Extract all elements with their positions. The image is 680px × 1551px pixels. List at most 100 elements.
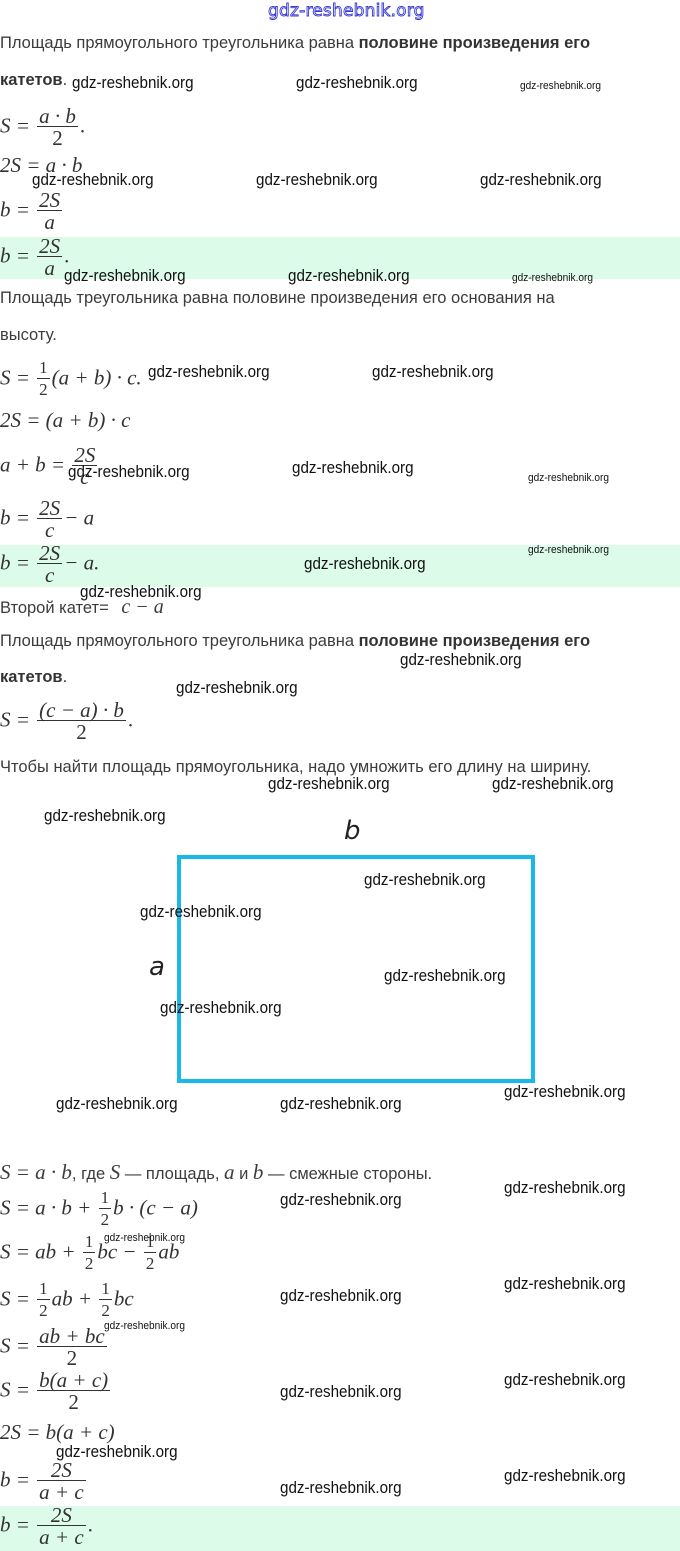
text-plain: Площадь прямоугольного треугольника равн… [0, 34, 359, 52]
watermark: gdz-reshebnik.org [364, 871, 486, 889]
rectangle-figure [177, 855, 535, 1083]
def-var: a [224, 1160, 235, 1184]
site-logo[interactable]: gdz-reshebnik.org [268, 1, 425, 22]
eq-end: . [64, 243, 70, 268]
def-text: — площадь, [120, 1165, 225, 1183]
eq-part: b · (c − a) [113, 1195, 198, 1220]
denominator: 2 [37, 1299, 50, 1320]
denominator: c [72, 465, 98, 488]
eq-lhs: b = [0, 243, 30, 268]
watermark: gdz-reshebnik.org [372, 363, 494, 381]
watermark: gdz-reshebnik.org [280, 1479, 402, 1497]
numerator: 2S [74, 443, 96, 467]
eq-lhs: S = [0, 365, 30, 390]
watermark: gdz-reshebnik.org [56, 1095, 178, 1113]
watermark: gdz-reshebnik.org [492, 775, 614, 793]
eq-part: S = [0, 1286, 30, 1311]
denominator: 2 [98, 1208, 112, 1229]
paragraph-continuation: катетов. [0, 668, 67, 687]
watermark: gdz-reshebnik.org [400, 651, 522, 669]
watermark: gdz-reshebnik.org [528, 544, 610, 556]
rectangle-definition: S = a · b, где S — площадь, a и b — смеж… [0, 1160, 432, 1185]
watermark: gdz-reshebnik.org [520, 80, 602, 92]
watermark: gdz-reshebnik.org [176, 679, 298, 697]
second-leg-line: Второй катет= c − a [0, 596, 164, 619]
eq-lhs: b = [0, 550, 30, 575]
numerator: b(a + c) [39, 1368, 109, 1392]
paragraph-trapezoid-area: Площадь треугольника равна половине прои… [0, 289, 555, 307]
watermark: gdz-reshebnik.org [268, 775, 390, 793]
eq-part: bc [113, 1286, 134, 1311]
numerator: (c − a) · b [39, 698, 124, 722]
eq-end: . [87, 1512, 93, 1537]
denominator: 2 [37, 378, 50, 399]
eq-part: ab [158, 1239, 180, 1264]
eq-part: bc − [97, 1239, 137, 1264]
watermark: gdz-reshebnik.org [104, 1320, 186, 1332]
eq-lhs: a + b = [0, 452, 66, 477]
watermark: gdz-reshebnik.org [528, 472, 610, 484]
watermark: gdz-reshebnik.org [504, 1371, 626, 1389]
denominator: 2 [143, 1252, 157, 1273]
eq-text: 2S = a · b [0, 153, 83, 177]
denominator: 2 [37, 126, 78, 149]
eq-part: S = a · b + [0, 1195, 92, 1220]
second-leg-label: Второй катет= [0, 599, 109, 617]
equation-2s: 2S = b(a + c) [0, 1420, 115, 1445]
side-label-a: a [149, 952, 165, 982]
text-end: . [62, 71, 68, 89]
denominator: 2 [37, 720, 126, 743]
eq-rest: − a. [64, 550, 100, 575]
def-formula: S = a · b [0, 1160, 72, 1184]
watermark: gdz-reshebnik.org [80, 583, 202, 601]
denominator: a + c [37, 1525, 86, 1549]
numerator: 2S [39, 234, 61, 258]
numerator: 1 [145, 1232, 155, 1251]
watermark: gdz-reshebnik.org [292, 459, 414, 477]
watermark: gdz-reshebnik.org [512, 272, 594, 284]
denominator: a [37, 256, 63, 279]
paragraph-continuation: высоту. [0, 326, 57, 344]
numerator: a · b [39, 104, 76, 128]
denominator: 2 [37, 1390, 111, 1413]
eq-rest: (a + b) · c. [51, 365, 142, 390]
answer-highlight-3 [0, 1506, 680, 1551]
eq-text: 2S = (a + b) · c [0, 408, 131, 432]
watermark: gdz-reshebnik.org [32, 171, 154, 189]
def-text: — смежные стороны. [263, 1165, 433, 1183]
watermark: gdz-reshebnik.org [104, 1232, 186, 1244]
watermark: gdz-reshebnik.org [44, 807, 166, 825]
eq-lhs: S = [0, 113, 30, 138]
eq-lhs: b = [0, 505, 30, 530]
watermark: gdz-reshebnik.org [304, 555, 426, 573]
eq-lhs: S = [0, 1377, 30, 1402]
text-bold: половине произведения его [358, 34, 591, 52]
watermark: gdz-reshebnik.org [384, 967, 506, 985]
denominator: 2 [99, 1299, 112, 1320]
eq-rest: − a [64, 505, 95, 530]
numerator: 2S [39, 188, 61, 212]
watermark: gdz-reshebnik.org [504, 1083, 626, 1101]
equation-2s: 2S = (a + b) · c [0, 408, 130, 433]
paragraph-right-triangle-area: Площадь прямоугольного треугольника равн… [0, 34, 590, 53]
eq-lhs: S = [0, 707, 30, 732]
numerator: 1 [39, 1279, 48, 1298]
watermark: gdz-reshebnik.org [280, 1383, 402, 1401]
equation-factored: S = b(a + c)2 [0, 1370, 112, 1413]
equation-2s: 2S = a · b [0, 153, 82, 178]
eq-text: 2S = b(a + c) [0, 1420, 115, 1444]
